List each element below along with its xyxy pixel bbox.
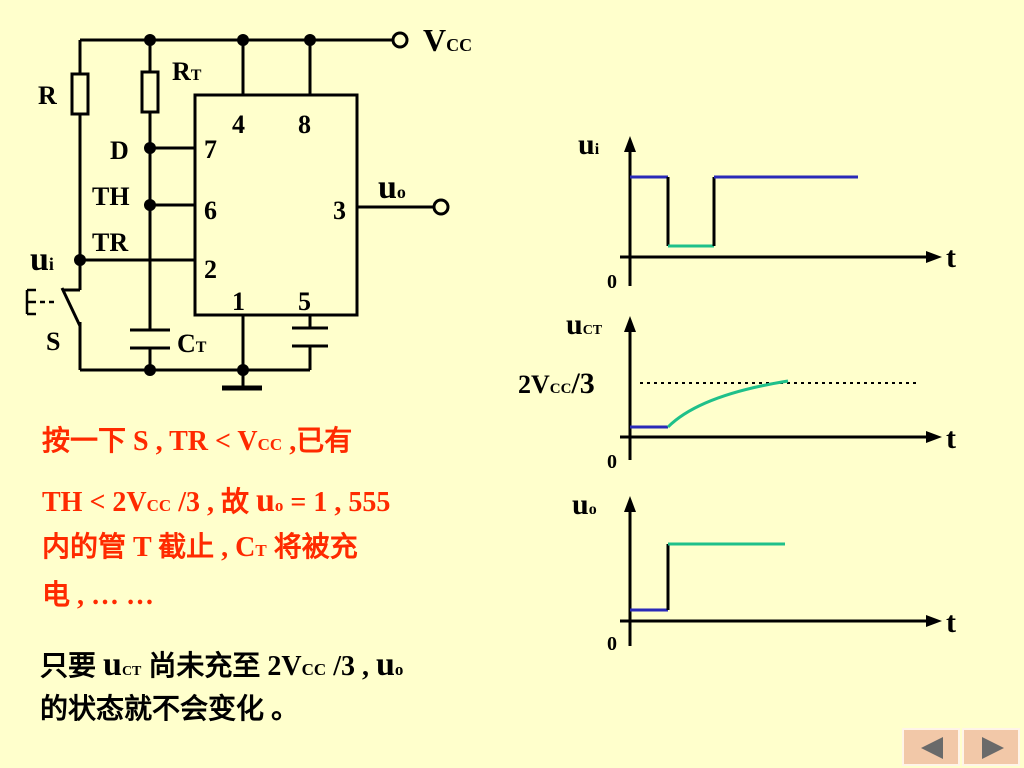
th-label: TH <box>92 182 130 211</box>
pin-5: 5 <box>298 287 311 316</box>
junction-dots <box>74 34 316 376</box>
svg-text:ui: ui <box>578 128 600 161</box>
s-label: S <box>46 327 60 356</box>
uo-label: uo <box>378 169 406 206</box>
pin-2: 2 <box>204 255 217 284</box>
uo-terminal <box>432 198 450 216</box>
pin-8: 8 <box>298 110 311 139</box>
svg-text:2VCC/3: 2VCC/3 <box>518 367 595 400</box>
tr-label: TR <box>92 228 128 257</box>
explanation-black-line-1: 只要 uCT 尚未充至 2VCC /3 , uo <box>40 646 404 683</box>
svg-text:t: t <box>946 422 956 455</box>
ui-label: ui <box>30 241 54 278</box>
prev-slide-button[interactable] <box>902 728 960 766</box>
svg-text:uo: uo <box>572 488 597 521</box>
vcc-label: VCC <box>423 22 472 58</box>
svg-text:t: t <box>946 241 956 274</box>
d-label: D <box>110 136 129 165</box>
explanation-red-line-4: 电 , … … <box>42 580 155 611</box>
pin-1: 1 <box>232 287 245 316</box>
explanation-red-line-1: 按一下 S , TR < VCC ,已有 <box>42 426 353 457</box>
next-slide-button[interactable] <box>962 728 1020 766</box>
svg-text:0: 0 <box>607 451 617 473</box>
pin-6: 6 <box>204 196 217 225</box>
switch-actuator <box>25 288 54 316</box>
r-label: R <box>38 81 57 110</box>
pin-3: 3 <box>333 196 346 225</box>
circuit-diagram <box>60 38 433 391</box>
svg-text:0: 0 <box>607 633 617 655</box>
waveform-uct: uCT 2VCC/3 t 0 <box>518 308 956 473</box>
svg-text:uCT: uCT <box>566 308 603 341</box>
vcc-terminal <box>391 31 409 49</box>
svg-text:t: t <box>946 606 956 639</box>
svg-text:0: 0 <box>607 271 617 293</box>
explanation-black-line-2: 的状态就不会变化 。 <box>40 694 300 725</box>
explanation-red-line-2: TH < 2VCC /3 , 故 uo = 1 , 555 <box>42 482 391 519</box>
pin-4: 4 <box>232 110 245 139</box>
ct-label: CT <box>177 329 207 358</box>
explanation-red-line-3: 内的管 T 截止 , CT 将被充 <box>42 532 358 563</box>
waveform-ui: ui t 0 <box>578 128 956 293</box>
pin-7: 7 <box>204 135 217 164</box>
rt-label: RT <box>172 57 202 86</box>
waveform-uo: uo t 0 <box>572 488 956 655</box>
